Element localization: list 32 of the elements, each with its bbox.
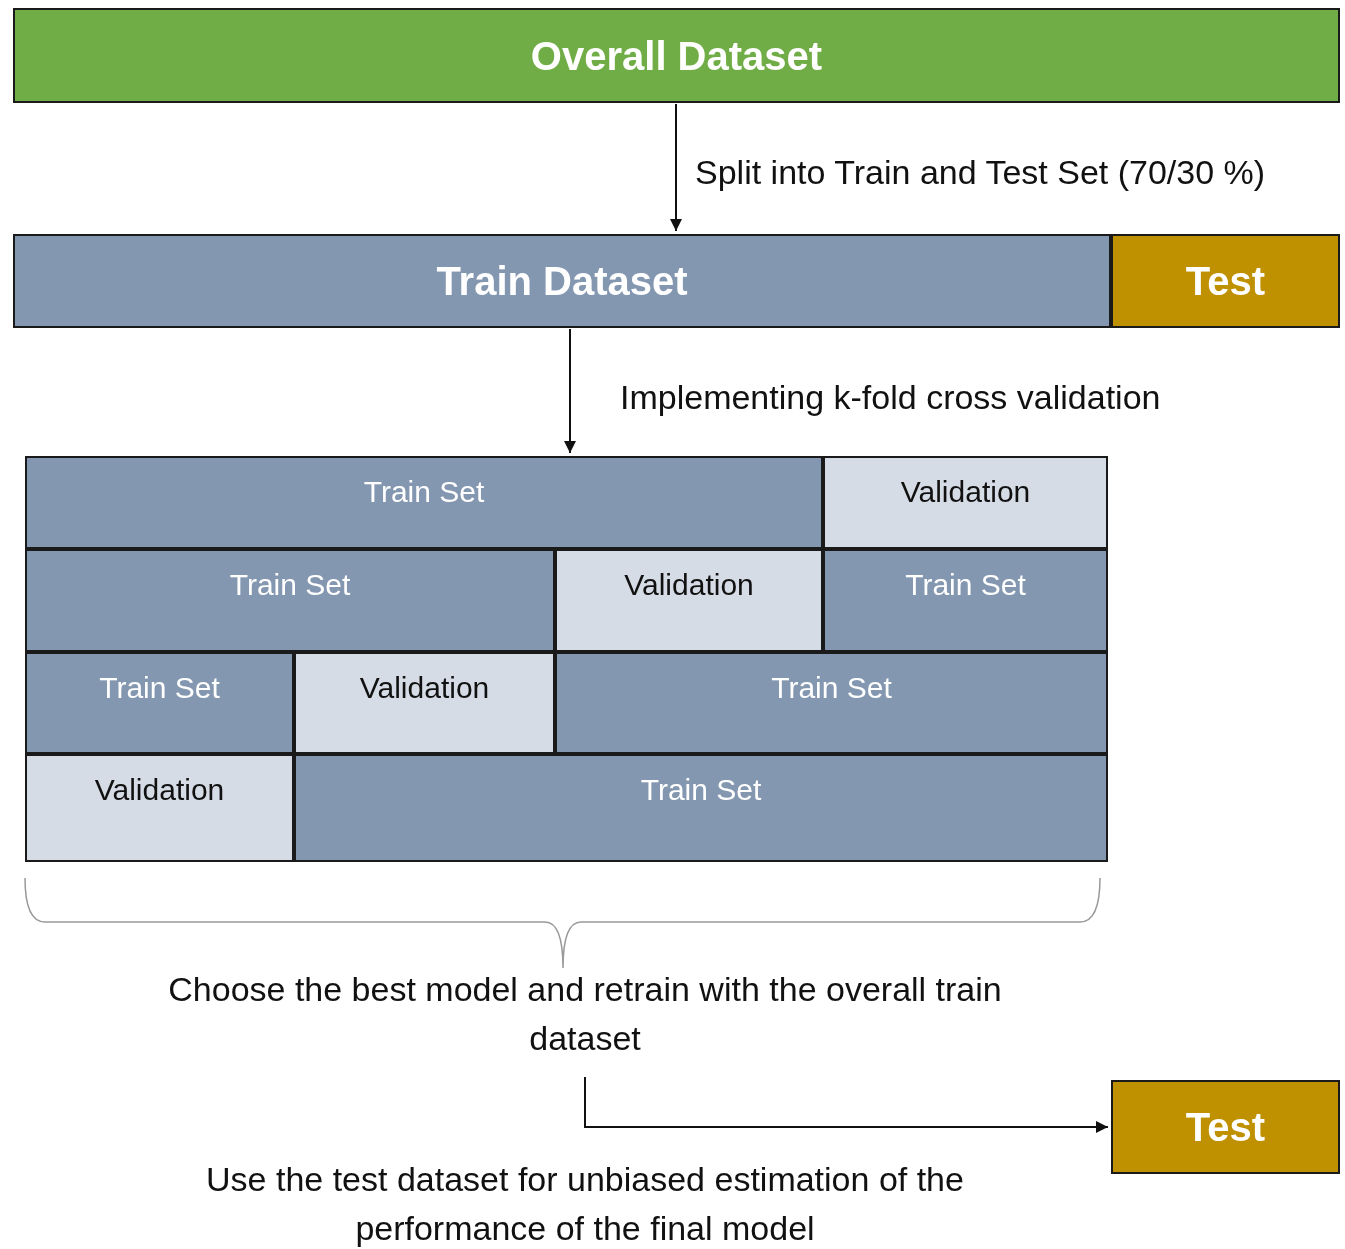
segment-label: Validation xyxy=(94,772,225,808)
segment-label: Train Set xyxy=(640,772,762,808)
dataset-bar xyxy=(1111,234,1340,328)
dataset-bar xyxy=(13,8,1340,103)
fold-segment xyxy=(555,549,823,652)
segment-label: Train Dataset xyxy=(436,258,688,305)
fold-segment xyxy=(823,549,1108,652)
fold-segment xyxy=(823,456,1108,549)
segment-label: Validation xyxy=(624,567,754,603)
arrow xyxy=(564,328,576,454)
fold-segment xyxy=(555,652,1108,754)
segment-label: Train Set xyxy=(363,474,485,510)
segment-label: Test xyxy=(1185,258,1266,305)
step-text: Choose the best model and retrain with the overall train dataset xyxy=(167,969,1003,1060)
fold-segment xyxy=(294,754,1108,862)
segment-label: Train Set xyxy=(905,567,1026,603)
segment-label: Train Set xyxy=(771,670,892,706)
arrow xyxy=(584,1076,1109,1133)
segment-label: Overall Dataset xyxy=(530,32,823,80)
arrow xyxy=(670,103,682,232)
fold-segment xyxy=(25,652,294,754)
segment-label: Validation xyxy=(359,670,490,706)
fold-segment xyxy=(25,456,823,549)
segment-label: Validation xyxy=(900,474,1031,510)
dataset-bar xyxy=(13,234,1111,328)
fold-segment xyxy=(294,652,555,754)
segment-label: Train Set xyxy=(99,670,220,706)
fold-segment xyxy=(25,549,555,652)
segment-label: Train Set xyxy=(229,567,351,603)
dataset-bar xyxy=(1111,1080,1340,1174)
segment-label: Test xyxy=(1185,1104,1266,1151)
fold-segment xyxy=(25,754,294,862)
